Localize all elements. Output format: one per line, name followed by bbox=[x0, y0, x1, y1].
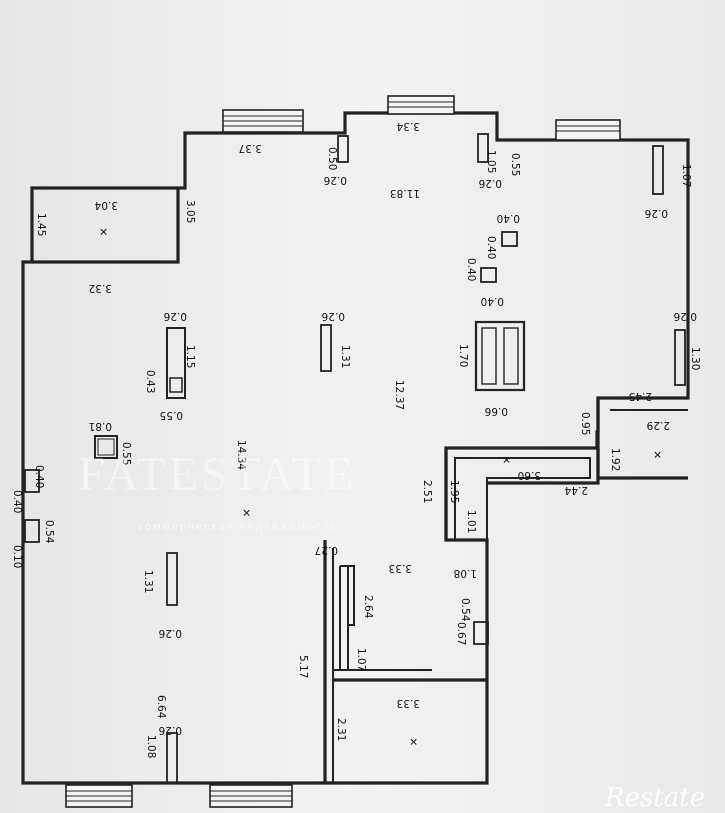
svg-text:0.95: 0.95 bbox=[579, 412, 591, 435]
svg-text:1.70: 1.70 bbox=[457, 344, 469, 367]
svg-text:1.07: 1.07 bbox=[680, 164, 692, 187]
room-marker: ✕ bbox=[99, 225, 108, 237]
radiator bbox=[166, 552, 178, 606]
svg-text:0.40: 0.40 bbox=[485, 236, 497, 259]
svg-text:0.81: 0.81 bbox=[89, 420, 112, 432]
svg-text:2.29: 2.29 bbox=[647, 419, 670, 431]
window bbox=[555, 119, 621, 141]
svg-text:1.31: 1.31 bbox=[142, 570, 154, 593]
dimension-labels: 3.37 0.50 0.26 3.34 1.05 0.55 0.26 11.83… bbox=[11, 120, 701, 758]
svg-text:12.37: 12.37 bbox=[393, 380, 405, 410]
svg-text:2.44: 2.44 bbox=[564, 484, 588, 496]
svg-text:2.31: 2.31 bbox=[335, 718, 347, 741]
window bbox=[387, 95, 455, 115]
svg-text:1.08: 1.08 bbox=[454, 567, 477, 579]
window bbox=[209, 784, 293, 808]
svg-text:6.64: 6.64 bbox=[155, 695, 167, 719]
svg-text:0.26: 0.26 bbox=[323, 174, 347, 186]
svg-text:0.40: 0.40 bbox=[33, 465, 45, 488]
shaft bbox=[501, 231, 518, 247]
svg-text:0.67: 0.67 bbox=[455, 622, 467, 645]
room-marker: ✕ bbox=[409, 735, 418, 747]
svg-text:0.54: 0.54 bbox=[43, 520, 55, 544]
room-marker: ✕ bbox=[502, 453, 511, 465]
svg-text:3.05: 3.05 bbox=[184, 200, 196, 223]
svg-text:3.60: 3.60 bbox=[518, 469, 541, 481]
radiator bbox=[166, 732, 178, 784]
svg-text:✕: ✕ bbox=[99, 225, 108, 237]
svg-text:1.05: 1.05 bbox=[485, 150, 497, 173]
svg-text:Restate: Restate bbox=[604, 783, 705, 813]
svg-text:✕: ✕ bbox=[409, 735, 418, 747]
room-marker: ✕ bbox=[242, 506, 251, 518]
svg-text:0.27: 0.27 bbox=[315, 544, 338, 556]
svg-text:0.55: 0.55 bbox=[160, 409, 183, 421]
svg-text:FATESTATE: FATESTATE bbox=[78, 448, 356, 501]
radiator bbox=[652, 145, 664, 195]
svg-text:✕: ✕ bbox=[653, 448, 662, 460]
svg-text:3.34: 3.34 bbox=[396, 120, 420, 132]
shaft bbox=[24, 519, 40, 543]
radiator bbox=[337, 135, 349, 163]
bath-block-wall bbox=[444, 448, 600, 540]
column bbox=[166, 327, 186, 399]
svg-text:0.26: 0.26 bbox=[321, 310, 345, 322]
svg-text:1.07: 1.07 bbox=[355, 648, 367, 671]
svg-text:0.26: 0.26 bbox=[644, 207, 668, 219]
svg-text:1.45: 1.45 bbox=[35, 213, 47, 236]
svg-text:0.26: 0.26 bbox=[158, 627, 182, 639]
svg-text:0.40: 0.40 bbox=[497, 212, 520, 224]
svg-text:3.33: 3.33 bbox=[389, 562, 412, 574]
shaft bbox=[480, 267, 497, 283]
svg-text:1.08: 1.08 bbox=[145, 735, 157, 758]
column bbox=[94, 435, 118, 459]
svg-text:коммерческая недвижимость: коммерческая недвижимость bbox=[138, 521, 338, 533]
radiator bbox=[320, 324, 332, 372]
svg-text:2.45: 2.45 bbox=[629, 390, 652, 402]
shaft bbox=[24, 469, 40, 493]
svg-text:0.66: 0.66 bbox=[484, 405, 508, 417]
radiator bbox=[477, 133, 489, 163]
svg-text:1.95: 1.95 bbox=[448, 480, 460, 503]
radiator bbox=[674, 329, 686, 386]
shaft bbox=[473, 621, 489, 645]
svg-text:14.34: 14.34 bbox=[235, 440, 247, 470]
svg-text:1.92: 1.92 bbox=[609, 448, 621, 471]
svg-text:0.54: 0.54 bbox=[459, 598, 471, 622]
svg-text:0.10: 0.10 bbox=[11, 545, 23, 568]
svg-text:1.31: 1.31 bbox=[339, 345, 351, 368]
svg-text:2.64: 2.64 bbox=[362, 595, 374, 619]
column bbox=[474, 320, 526, 392]
svg-text:3.04: 3.04 bbox=[94, 199, 118, 211]
svg-text:5.17: 5.17 bbox=[297, 655, 309, 678]
window bbox=[65, 784, 133, 808]
svg-text:11.83: 11.83 bbox=[390, 187, 420, 199]
svg-text:0.40: 0.40 bbox=[465, 258, 477, 281]
svg-text:0.55: 0.55 bbox=[509, 153, 521, 176]
svg-text:0.26: 0.26 bbox=[163, 310, 187, 322]
svg-text:1.30: 1.30 bbox=[689, 347, 701, 370]
svg-text:2.51: 2.51 bbox=[421, 480, 433, 503]
room-marker: ✕ bbox=[653, 448, 662, 460]
svg-text:0.26: 0.26 bbox=[478, 177, 502, 189]
svg-text:3.32: 3.32 bbox=[89, 282, 112, 294]
svg-text:1.01: 1.01 bbox=[465, 510, 477, 533]
svg-text:3.37: 3.37 bbox=[239, 142, 262, 154]
svg-text:3.33: 3.33 bbox=[397, 697, 420, 709]
svg-text:0.26: 0.26 bbox=[673, 310, 697, 322]
svg-text:0.26: 0.26 bbox=[158, 724, 182, 736]
restate-logo: Restate bbox=[604, 783, 705, 813]
svg-text:✕: ✕ bbox=[242, 506, 251, 518]
svg-text:1.15: 1.15 bbox=[184, 345, 196, 368]
svg-text:✕: ✕ bbox=[502, 453, 511, 465]
svg-text:0.40: 0.40 bbox=[11, 490, 23, 513]
svg-text:0.55: 0.55 bbox=[120, 442, 132, 465]
watermark: FATESTATE коммерческая недвижимость bbox=[78, 448, 356, 533]
svg-text:0.40: 0.40 bbox=[481, 295, 504, 307]
svg-text:0.43: 0.43 bbox=[144, 370, 156, 393]
svg-text:0.50: 0.50 bbox=[326, 147, 338, 170]
window bbox=[222, 109, 304, 133]
